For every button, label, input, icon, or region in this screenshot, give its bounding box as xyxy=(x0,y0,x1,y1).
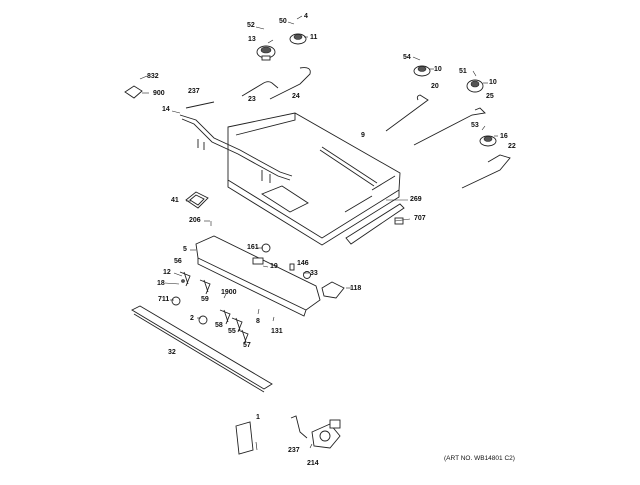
part-label-58: 58 xyxy=(215,322,223,329)
part-label-56: 56 xyxy=(174,258,182,265)
part-label-131: 131 xyxy=(271,328,283,335)
part-label-14: 14 xyxy=(162,106,170,113)
part-label-161: 161 xyxy=(247,244,259,251)
burner-10b xyxy=(466,79,484,93)
part-label-59: 59 xyxy=(201,296,209,303)
burner-box-9 xyxy=(227,112,401,246)
part-label-10-a: 10 xyxy=(434,66,442,73)
part-label-22: 22 xyxy=(508,143,516,150)
tube-23 xyxy=(241,81,279,97)
part-label-2: 2 xyxy=(190,315,194,322)
part-269 xyxy=(345,203,405,245)
part-label-19: 19 xyxy=(270,263,278,270)
part-label-5: 5 xyxy=(183,246,187,253)
part-label-10-b: 10 xyxy=(489,79,497,86)
part-label-237-bottom: 237 xyxy=(288,447,300,454)
part-label-9: 9 xyxy=(361,132,365,139)
trim-bar-32 xyxy=(131,305,273,390)
part-label-146: 146 xyxy=(297,260,309,267)
part-41 xyxy=(185,191,209,209)
manifold-pipe-14 xyxy=(179,114,293,177)
tube-25 xyxy=(413,107,486,146)
part-label-25: 25 xyxy=(486,93,494,100)
tube-22 xyxy=(461,154,511,189)
part-label-54: 54 xyxy=(403,54,411,61)
part-19 xyxy=(252,257,264,265)
part-label-707: 707 xyxy=(414,215,426,222)
part-label-18: 18 xyxy=(157,280,165,287)
part-label-41: 41 xyxy=(171,197,179,204)
part-label-1: 1 xyxy=(256,414,260,421)
part-label-50: 50 xyxy=(279,18,287,25)
part-118 xyxy=(321,281,345,299)
part-label-214: 214 xyxy=(307,460,319,467)
part-label-57: 57 xyxy=(243,342,251,349)
part-label-32: 32 xyxy=(168,349,176,356)
part-label-20: 20 xyxy=(431,83,439,90)
part-label-51: 51 xyxy=(459,68,467,75)
part-label-16: 16 xyxy=(500,133,508,140)
tube-20 xyxy=(385,94,429,132)
burner-10a xyxy=(413,65,431,77)
part-label-118: 118 xyxy=(350,285,362,292)
part-146 xyxy=(289,263,295,271)
part-label-13: 13 xyxy=(248,36,256,43)
part-label-1900: 1900 xyxy=(221,289,237,296)
valves xyxy=(179,271,249,345)
bracket-900 xyxy=(124,85,143,99)
part-label-23: 23 xyxy=(248,96,256,103)
part-2 xyxy=(198,315,208,325)
part-161 xyxy=(261,243,271,253)
part-label-832: 832 xyxy=(147,73,159,80)
part-label-711: 711 xyxy=(158,296,170,303)
art-number: (ART NO. WB14801 C2) xyxy=(444,455,515,462)
manual-1 xyxy=(235,421,254,455)
part-label-12: 12 xyxy=(163,269,171,276)
part-label-8: 8 xyxy=(256,318,260,325)
part-label-900: 900 xyxy=(153,90,165,97)
part-label-33: 33 xyxy=(310,270,318,277)
part-label-52: 52 xyxy=(247,22,255,29)
burner-16 xyxy=(479,135,497,147)
part-label-206: 206 xyxy=(189,217,201,224)
part-label-24: 24 xyxy=(292,93,300,100)
part-label-269: 269 xyxy=(410,196,422,203)
part-label-4: 4 xyxy=(304,13,308,20)
regulator-214 xyxy=(311,423,341,449)
part-label-11: 11 xyxy=(310,34,318,41)
part-711 xyxy=(171,296,181,306)
part-label-53: 53 xyxy=(471,122,479,129)
tube-24 xyxy=(269,67,311,100)
burner-13 xyxy=(256,45,276,61)
part-label-237-top: 237 xyxy=(188,88,200,95)
part-label-55: 55 xyxy=(228,328,236,335)
burner-11 xyxy=(289,33,307,45)
